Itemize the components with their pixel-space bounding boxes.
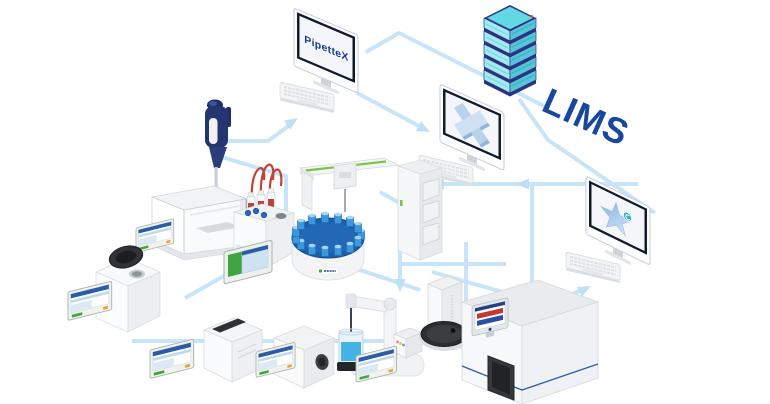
titrator-icon bbox=[223, 163, 296, 285]
thermal-analyzer-icon bbox=[419, 275, 600, 404]
line-pipettex-to-x-monitor bbox=[356, 91, 422, 129]
brand-logo-mark bbox=[319, 269, 322, 273]
lidded-analyzer-icon bbox=[67, 245, 161, 333]
line-pipette-to-pipettex bbox=[222, 122, 293, 143]
electronic-pipette-icon bbox=[205, 99, 231, 205]
lims-server-icon bbox=[483, 5, 537, 98]
monitor-pipettex: PipetteX bbox=[278, 7, 359, 114]
thermal-analyzer-display bbox=[471, 297, 509, 338]
analyzer-lid bbox=[108, 245, 144, 269]
cube-analyzer-icon bbox=[255, 325, 336, 389]
star-logo-icon bbox=[599, 201, 633, 238]
ph-meter-icon bbox=[337, 293, 425, 383]
weighing-platform bbox=[196, 222, 240, 233]
autosampler-icon bbox=[291, 157, 444, 281]
spectrophotometer-icon bbox=[149, 317, 264, 383]
monitor-x-logo bbox=[417, 83, 505, 187]
server-led bbox=[530, 15, 534, 18]
burette-tubing bbox=[250, 163, 283, 199]
line-lims-to-star-monitor bbox=[517, 97, 657, 215]
titrator-terminal bbox=[223, 239, 273, 285]
x-3d-logo-icon bbox=[454, 103, 490, 148]
monitor-star-logo bbox=[564, 175, 651, 284]
